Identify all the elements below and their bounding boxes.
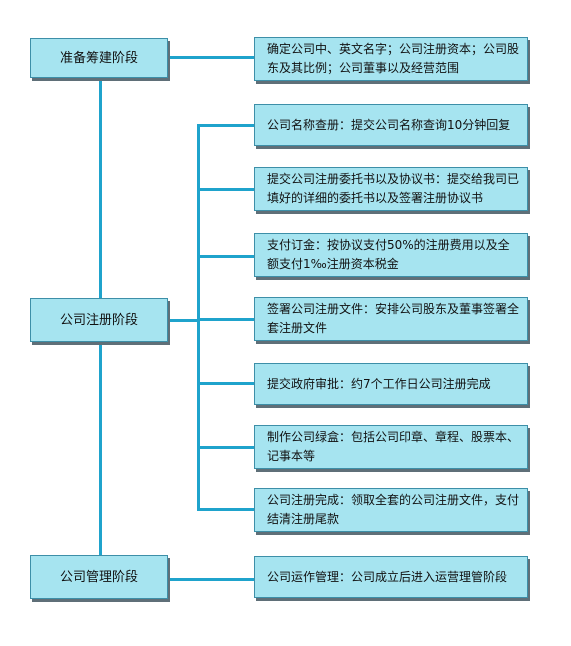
stage-register-label: 公司注册阶段 [59, 312, 138, 328]
detail-entrust-text: 提交公司注册委托书以及协议书：提交给我司已填好的详细的委托书以及签署注册协议书 [267, 172, 520, 205]
branch-connector-name-check [197, 124, 254, 127]
stage-prepare-label: 准备筹建阶段 [59, 50, 138, 66]
detail-seal-box: 制作公司绿盒：包括公司印章、章程、股票本、记事本等 [254, 425, 528, 469]
branch-connector-sign [197, 318, 254, 321]
stage-manage-box: 公司管理阶段 [30, 555, 168, 599]
detail-operate-box: 公司运作管理：公司成立后进入运营理管阶段 [254, 556, 528, 598]
detail-operate-text: 公司运作管理：公司成立后进入运营理管阶段 [267, 569, 508, 584]
detail-prepare-text: 确定公司中、英文名字；公司注册资本；公司股东及其比例；公司董事以及经营范围 [267, 42, 520, 75]
branch-connector-entrust [197, 188, 254, 191]
stage2-link-connector [168, 319, 200, 322]
detail-entrust-box: 提交公司注册委托书以及协议书：提交给我司已填好的详细的委托书以及签署注册协议书 [254, 167, 528, 211]
branch-vertical-connector [197, 124, 200, 510]
detail-seal-text: 制作公司绿盒：包括公司印章、章程、股票本、记事本等 [267, 430, 520, 463]
detail-approval-text: 提交政府审批：约7个工作日公司注册完成 [267, 376, 491, 391]
branch-connector-complete [197, 508, 254, 511]
detail-name-check-text: 公司名称查册：提交公司名称查询10分钟回复 [267, 117, 511, 132]
branch-connector-seal [197, 446, 254, 449]
stage-register-box: 公司注册阶段 [30, 298, 168, 342]
stage1-link-connector [168, 56, 254, 59]
branch-connector-deposit [197, 255, 254, 258]
detail-complete-box: 公司注册完成：领取全套的公司注册文件，支付结清注册尾款 [254, 488, 528, 532]
detail-complete-text: 公司注册完成：领取全套的公司注册文件，支付结清注册尾款 [267, 493, 520, 526]
detail-name-check-box: 公司名称查册：提交公司名称查询10分钟回复 [254, 104, 528, 146]
detail-deposit-text: 支付订金：按协议支付50%的注册费用以及全额支付1‰注册资本税金 [267, 238, 510, 271]
detail-prepare-box: 确定公司中、英文名字；公司注册资本；公司股东及其比例；公司董事以及经营范围 [254, 37, 528, 81]
stage-prepare-box: 准备筹建阶段 [30, 38, 168, 78]
stage3-link-connector [168, 578, 254, 581]
stage-manage-label: 公司管理阶段 [59, 569, 138, 585]
detail-sign-text: 签署公司注册文件：安排公司股东及董事签署全套注册文件 [267, 302, 520, 335]
detail-deposit-box: 支付订金：按协议支付50%的注册费用以及全额支付1‰注册资本税金 [254, 233, 528, 277]
detail-approval-box: 提交政府审批：约7个工作日公司注册完成 [254, 363, 528, 405]
branch-connector-approval [197, 382, 254, 385]
detail-sign-box: 签署公司注册文件：安排公司股东及董事签署全套注册文件 [254, 297, 528, 341]
